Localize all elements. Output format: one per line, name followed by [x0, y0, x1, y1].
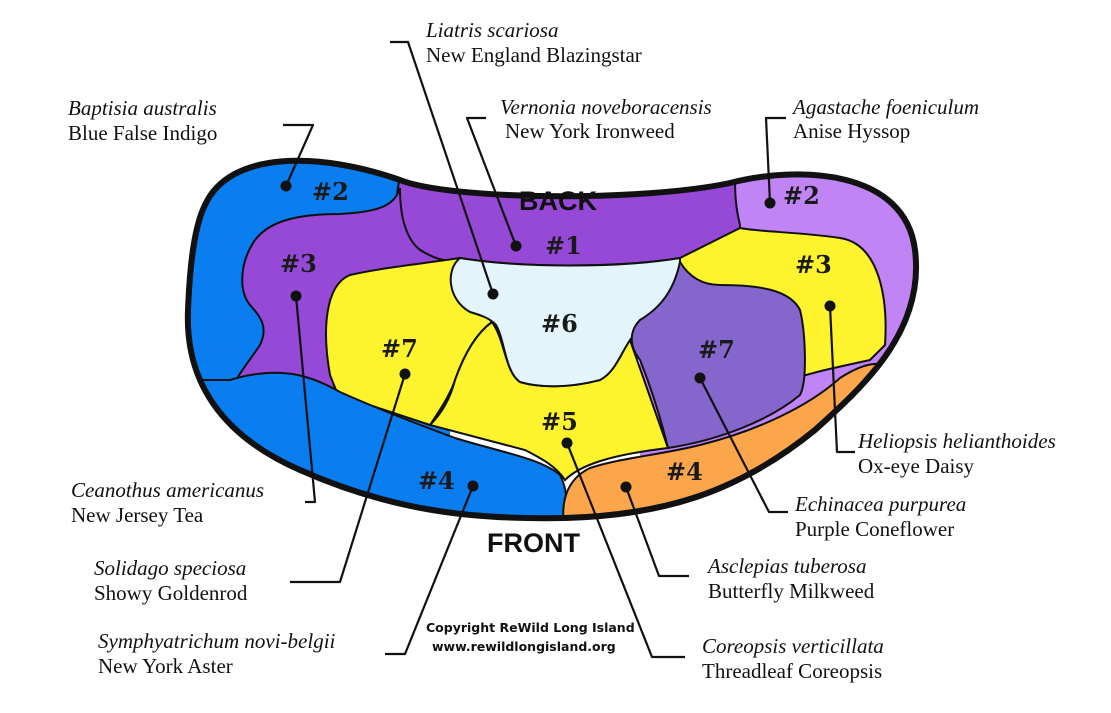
zone-light-center — [449, 256, 682, 388]
latin-name: Liatris scariosa — [425, 18, 558, 42]
dot-solidago — [399, 368, 411, 380]
dot-liatris — [487, 288, 499, 300]
leader-echinacea — [699, 377, 788, 514]
common-name: Purple Coneflower — [795, 517, 954, 541]
plant-label-heliopsis: Heliopsis helianthoides Ox-eye Daisy — [857, 429, 1056, 478]
plant-label-solidago: Solidago speciosa Showy Goldenrod — [94, 556, 248, 605]
plant-label-echinacea: Echinacea purpurea Purple Coneflower — [794, 492, 966, 541]
dot-ceanothus — [290, 290, 302, 302]
dot-echinacea — [694, 372, 706, 384]
zone-number-center-yellow: #5 — [541, 407, 578, 436]
plant-label-coreopsis: Coreopsis verticillata Threadleaf Coreop… — [702, 634, 884, 683]
zone-number-purple-right: #7 — [698, 335, 735, 364]
copyright-notice: Copyright ReWild Long Island www.rewildl… — [426, 620, 635, 654]
copyright-line: Copyright ReWild Long Island — [426, 620, 635, 635]
leader-ceanothus — [294, 295, 317, 504]
latin-name: Heliopsis helianthoides — [857, 429, 1056, 453]
latin-name: Vernonia noveboracensis — [500, 95, 712, 119]
zone-number-orange-front: #4 — [666, 457, 703, 486]
dot-vernonia — [510, 240, 522, 252]
zone-medium-purple-right — [630, 259, 806, 450]
dot-asclepias — [620, 481, 632, 493]
common-name: Threadleaf Coreopsis — [702, 659, 882, 683]
zone-number-yellow-left: #7 — [381, 334, 418, 363]
leader-liatris — [390, 40, 495, 295]
dot-agastache — [764, 197, 776, 209]
common-name: New York Ironweed — [505, 119, 675, 143]
plant-label-vernonia: Vernonia noveboracensis New York Ironwee… — [500, 95, 712, 143]
zone-number-purple-left: #3 — [280, 249, 317, 278]
front-label: FRONT — [487, 528, 580, 558]
plant-label-ceanothus: Ceanothus americanus New Jersey Tea — [71, 478, 264, 527]
leader-vernonia — [465, 116, 518, 247]
zone-number-yellow-right: #3 — [795, 250, 832, 279]
latin-name: Agastache foeniculum — [791, 95, 979, 119]
latin-name: Solidago speciosa — [94, 556, 246, 580]
back-label: BACK — [519, 186, 597, 216]
leader-coreopsis — [565, 442, 685, 659]
leader-heliopsis — [828, 305, 855, 454]
plant-label-asclepias: Asclepias tuberosa Butterfly Milkweed — [706, 554, 875, 603]
zone-number-center-light: #6 — [541, 309, 578, 338]
latin-name: Echinacea purpurea — [794, 492, 966, 516]
plant-label-agastache: Agastache foeniculum Anise Hyssop — [791, 95, 979, 143]
leader-symphyotrichum — [385, 485, 475, 656]
leader-asclepias — [624, 486, 689, 578]
common-name: Showy Goldenrod — [94, 581, 248, 605]
leader-baptisia — [283, 123, 315, 187]
latin-name: Coreopsis verticillata — [702, 634, 884, 658]
common-name: New York Aster — [98, 654, 233, 678]
dot-symphyotrichum — [467, 480, 479, 492]
latin-name: Symphyatrichum novi-belgii — [98, 629, 336, 653]
common-name: Ox-eye Daisy — [858, 454, 975, 478]
common-name: New Jersey Tea — [71, 503, 204, 527]
common-name: Blue False Indigo — [68, 121, 217, 145]
leader-agastache — [764, 116, 786, 204]
zone-number-blue-top-left: #2 — [312, 177, 349, 206]
zone-number-lavender-top-right: #2 — [783, 181, 820, 210]
dot-coreopsis — [561, 437, 573, 449]
latin-name: Asclepias tuberosa — [706, 554, 866, 578]
plant-label-liatris: Liatris scariosa New England Blazingstar — [425, 18, 642, 67]
website-line: www.rewildlongisland.org — [432, 639, 616, 654]
common-name: New England Blazingstar — [426, 43, 642, 67]
dot-heliopsis — [824, 300, 836, 312]
zone-number-center-back: #1 — [545, 231, 582, 260]
plant-label-baptisia: Baptisia australis Blue False Indigo — [68, 96, 217, 145]
latin-name: Baptisia australis — [68, 96, 217, 120]
zone-number-blue-front: #4 — [418, 466, 455, 495]
latin-name: Ceanothus americanus — [71, 478, 264, 502]
plant-label-symphyotrichum: Symphyatrichum novi-belgii New York Aste… — [98, 629, 336, 678]
dot-baptisia — [280, 180, 292, 192]
bed-outline — [184, 157, 920, 522]
common-name: Anise Hyssop — [793, 119, 910, 143]
common-name: Butterfly Milkweed — [708, 579, 875, 603]
leader-solidago — [290, 373, 407, 584]
